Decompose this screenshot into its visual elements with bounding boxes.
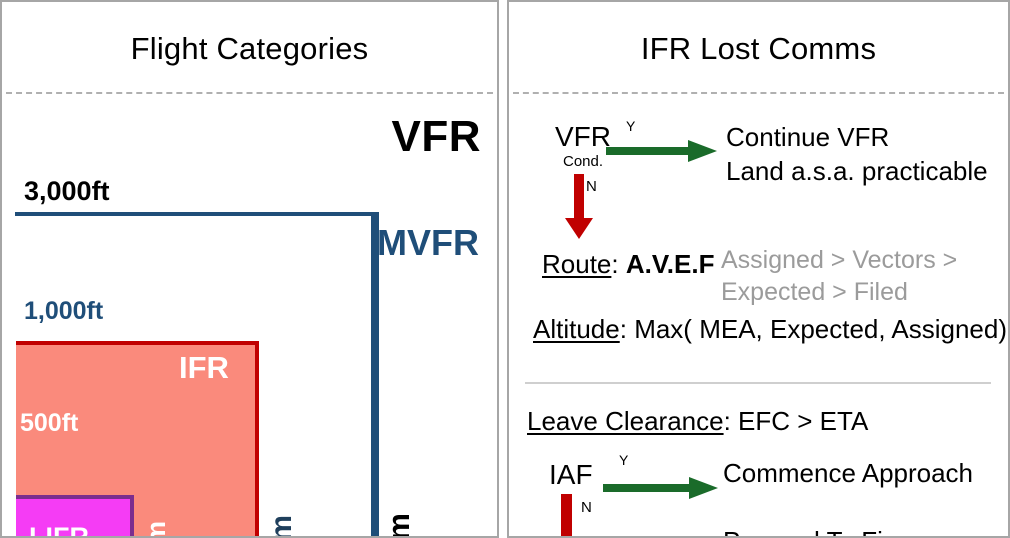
route-value-label: A.V.E.F <box>625 248 715 279</box>
vfr-condition-sub-label: Cond. <box>562 152 604 170</box>
lifr-category-label: LIFR <box>29 521 89 538</box>
lost-comms-flowchart: VFR Cond. Y N Continue VFR <box>509 94 1008 536</box>
lifr-region-box <box>16 494 134 536</box>
green-right-arrow-icon <box>606 139 718 168</box>
flight-categories-title: Flight Categories <box>130 30 369 66</box>
vfr-no-branch-label: N <box>586 177 597 195</box>
vfr-yes-branch-label: Y <box>626 117 636 134</box>
red-elbow-arrow-icon <box>561 493 721 536</box>
mvfr-category-label: MVFR <box>377 221 479 263</box>
ceiling-1000ft-label: 1,000ft <box>24 296 104 325</box>
visibility-5sm-label: 5sm <box>381 513 416 536</box>
ifr-category-label: IFR <box>179 349 229 385</box>
iaf-node-label: IAF <box>549 458 593 490</box>
visibility-1sm-label: 1sm <box>141 521 171 536</box>
ceiling-500ft-label: 500ft <box>20 408 79 437</box>
continue-vfr-line2: Land a.s.a. practicable <box>726 155 988 186</box>
title-divider-right <box>513 91 1004 94</box>
ceiling-3000ft-label: 3,000ft <box>24 175 110 206</box>
route-key-label: Route <box>542 248 612 279</box>
leave-clearance-rule: Leave Clearance: EFC > ETA <box>527 406 868 437</box>
continue-vfr-outcome: Continue VFR Land a.s.a. practicable <box>726 120 988 188</box>
avef-expansion: Assigned > Vectors > Expected > Filed <box>721 244 957 308</box>
ifr-lost-comms-body: VFR Cond. Y N Continue VFR <box>509 94 1008 536</box>
leave-clearance-key-label: Leave Clearance <box>527 405 724 436</box>
avef-expansion-line1: Assigned > Vectors > <box>721 245 958 274</box>
altitude-rule: Altitude: Max( MEA, Expected, Assigned) <box>533 314 1007 345</box>
visibility-3sm-label: 3sm <box>265 515 298 536</box>
route-rule: Route: A.V.E.F <box>542 249 714 280</box>
red-down-arrow-icon <box>564 173 594 245</box>
route-separator: : <box>611 248 626 279</box>
flight-categories-panel: Flight Categories VFR 3,000ft MVFR 1,000… <box>0 0 499 538</box>
iaf-no-branch-label: N <box>581 498 592 516</box>
altitude-key-label: Altitude <box>533 313 620 344</box>
section-divider <box>525 381 991 384</box>
avef-expansion-line2: Expected > Filed <box>721 277 908 306</box>
title-divider-left <box>6 91 493 94</box>
continue-vfr-line1: Continue VFR <box>726 121 890 152</box>
mvfr-region-box <box>15 211 375 536</box>
leave-clearance-separator: : <box>723 405 739 436</box>
commence-approach-outcome: Commence Approach <box>723 457 974 488</box>
flight-categories-body: VFR 3,000ft MVFR 1,000ft IFR 500ft LIFR … <box>2 94 497 538</box>
altitude-separator: : <box>619 313 635 344</box>
iaf-yes-branch-label: Y <box>619 451 629 468</box>
flight-categories-diagram: VFR 3,000ft MVFR 1,000ft IFR 500ft LIFR … <box>2 94 497 538</box>
vfr-condition-node: VFR Cond. <box>547 120 619 172</box>
proceed-to-fix-outcome: Proceed To Fix <box>723 526 896 536</box>
leave-clearance-value-label: EFC > ETA <box>738 405 869 436</box>
green-right-arrow-icon-2 <box>603 476 719 505</box>
ifr-lost-comms-panel: IFR Lost Comms VFR Cond. Y N <box>507 0 1010 538</box>
vfr-category-label: VFR <box>391 111 481 161</box>
altitude-value-label: Max( MEA, Expected, Assigned) <box>634 313 1008 344</box>
ifr-lost-comms-title: IFR Lost Comms <box>640 30 877 66</box>
vfr-condition-main-label: VFR <box>555 120 611 152</box>
mvfr-visibility-boundary-line <box>375 211 379 536</box>
